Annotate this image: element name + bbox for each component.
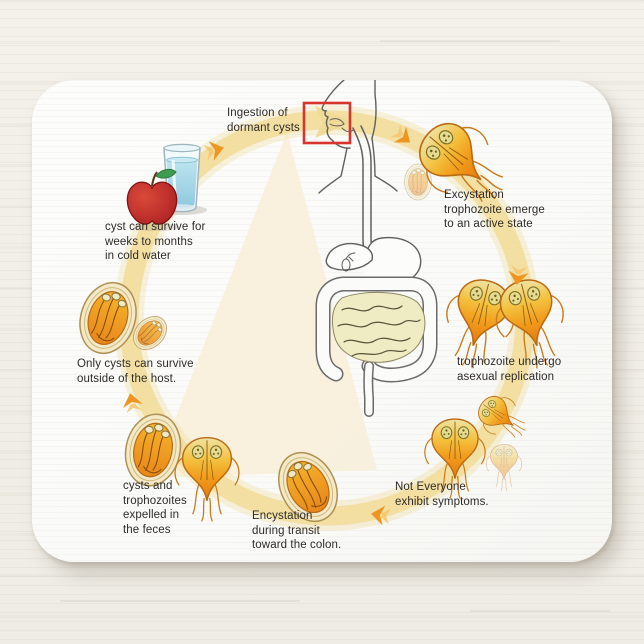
magnified-region-box <box>302 101 352 145</box>
wood-grain-streak <box>380 40 560 42</box>
wood-grain-streak <box>60 600 300 602</box>
label-survival-outside: Only cysts can survive outside of the ho… <box>77 358 194 385</box>
human-digestive-tract-icon <box>315 80 438 417</box>
life-cycle-diagram <box>70 80 576 533</box>
digestion-cone-highlight <box>152 132 377 478</box>
label-symptoms: Not Everyone exhibit symptoms. <box>395 481 489 508</box>
label-ingestion: Ingestion of dormant cysts <box>227 107 300 134</box>
label-encystation: Encystation during transit toward the co… <box>252 510 342 552</box>
label-excystation: Excystation trophozoite emerge to an act… <box>444 189 545 231</box>
label-replication: trophozoite undergo asexual replication <box>457 356 562 383</box>
mousepad: Ingestion of dormant cysts Excystation t… <box>32 80 612 562</box>
label-expelled: cysts and trophozoites expelled in the f… <box>123 480 187 537</box>
wood-grain-streak <box>470 610 610 612</box>
label-survival-water: cyst can survive for weeks to months in … <box>105 221 206 263</box>
ring-arrowhead <box>315 106 352 138</box>
